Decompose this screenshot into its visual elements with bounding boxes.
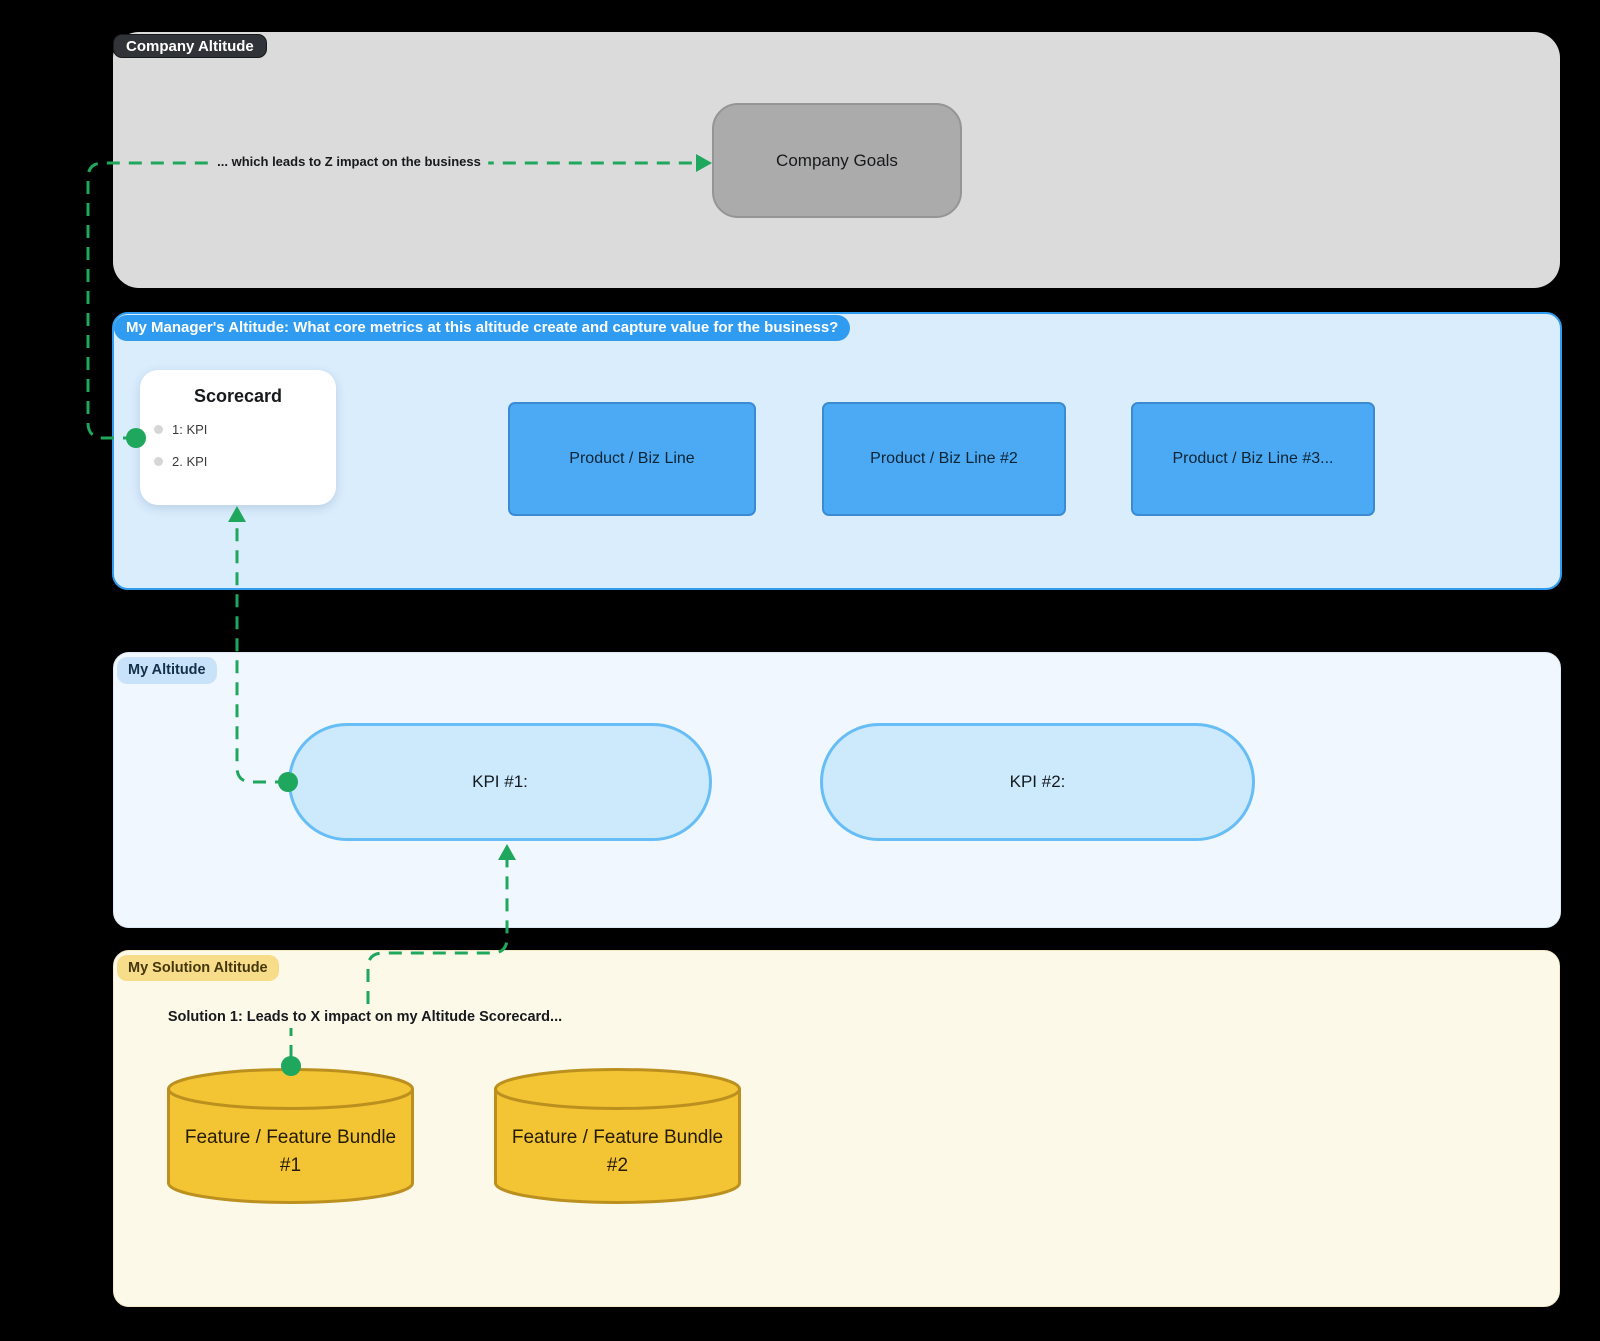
bullet-icon — [154, 425, 163, 434]
feature-bundle-2-line2: #2 — [606, 1155, 629, 1176]
product-biz-line-1-node[interactable]: Product / Biz Line — [508, 402, 756, 516]
my-altitude-label: My Altitude — [117, 657, 217, 684]
feature-bundle-2-node[interactable]: Feature / Feature Bundle #2 — [493, 1066, 742, 1207]
cylinder-body — [167, 1089, 414, 1204]
kpi-1-node[interactable]: KPI #1: — [288, 723, 712, 841]
scorecard-item-1-label: 1: KPI — [172, 422, 208, 437]
manager-altitude-label: My Manager's Altitude: What core metrics… — [114, 315, 851, 341]
product-biz-line-3-node[interactable]: Product / Biz Line #3... — [1131, 402, 1375, 516]
feature-bundle-2-text: Feature / Feature Bundle #2 — [493, 1124, 742, 1180]
scorecard-item-1: 1: KPI — [154, 422, 207, 437]
feature-bundle-1-node[interactable]: Feature / Feature Bundle #1 — [166, 1066, 415, 1207]
company-goals-text: Company Goals — [776, 150, 898, 170]
feature-bundle-1-line2: #1 — [279, 1155, 302, 1176]
company-altitude-label: Company Altitude — [113, 34, 267, 58]
product-biz-line-1-text: Product / Biz Line — [569, 450, 695, 467]
company-goals-node[interactable]: Company Goals — [712, 103, 962, 218]
kpi-2-node[interactable]: KPI #2: — [820, 723, 1255, 841]
cylinder-shape — [167, 1068, 414, 1204]
scorecard-item-2: 2. KPI — [154, 454, 207, 469]
scorecard-card[interactable]: Scorecard 1: KPI 2. KPI — [140, 370, 336, 505]
cylinder-shape — [494, 1068, 741, 1204]
cylinder-top — [494, 1068, 741, 1110]
product-biz-line-2-node[interactable]: Product / Biz Line #2 — [822, 402, 1066, 516]
connector-label-z-impact: ... which leads to Z impact on the busin… — [210, 151, 488, 173]
scorecard-title: Scorecard — [193, 386, 283, 406]
cylinder-body — [494, 1089, 741, 1204]
product-biz-line-2-text: Product / Biz Line #2 — [870, 450, 1018, 467]
feature-bundle-1-text: Feature / Feature Bundle #1 — [166, 1124, 415, 1180]
solution-altitude-label: My Solution Altitude — [117, 955, 279, 981]
kpi-2-text: KPI #2: — [1009, 772, 1066, 791]
feature-bundle-2-line1: Feature / Feature Bundle — [511, 1127, 724, 1148]
scorecard-item-2-label: 2. KPI — [172, 454, 208, 469]
bullet-icon — [154, 457, 163, 466]
product-biz-line-3-text: Product / Biz Line #3... — [1172, 450, 1334, 467]
cylinder-top — [167, 1068, 414, 1110]
kpi-1-text: KPI #1: — [472, 772, 528, 791]
feature-bundle-1-line1: Feature / Feature Bundle — [184, 1127, 397, 1148]
connector-label-solution-impact: Solution 1: Leads to X impact on my Alti… — [160, 1006, 570, 1028]
